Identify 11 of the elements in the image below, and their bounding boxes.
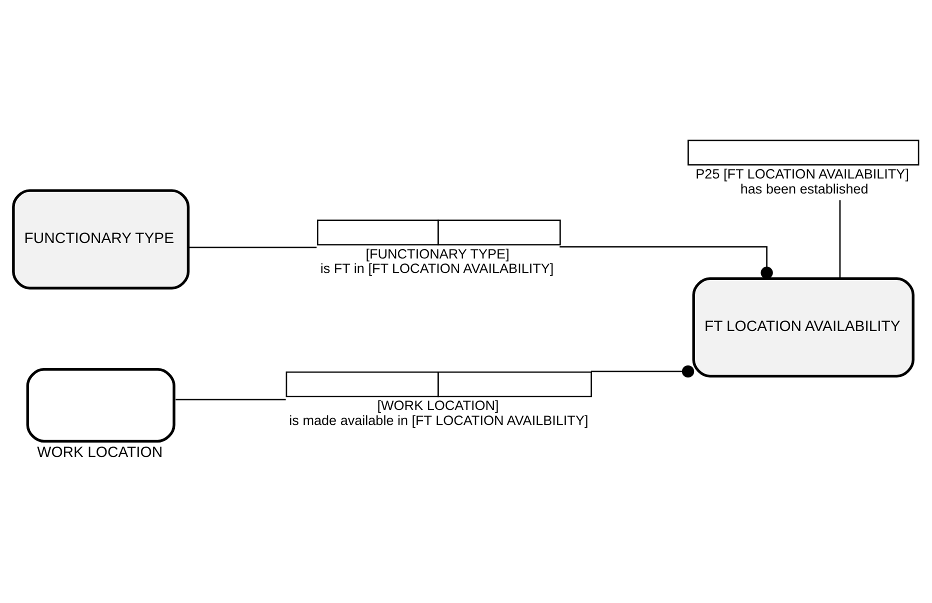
node-label: [FUNCTIONARY TYPE] is FT in [FT LOCATION AVAILABILITY] (320, 246, 554, 276)
node-label: [WORK LOCATION] is made available in [FT LOCATION AVAILBILITY] (289, 398, 588, 428)
connector (839, 200, 841, 278)
node-label: P25 [FT LOCATION AVAILABILITY] has been established (696, 166, 909, 196)
connector (188, 246, 317, 248)
connector (560, 246, 773, 278)
connector (176, 398, 286, 400)
node-box: FUNCTIONARY TYPE (12, 188, 190, 289)
node-box: FT LOCATION AVAILABILITY (692, 276, 914, 378)
connector (590, 364, 694, 378)
node-label: WORK LOCATION (37, 444, 163, 461)
